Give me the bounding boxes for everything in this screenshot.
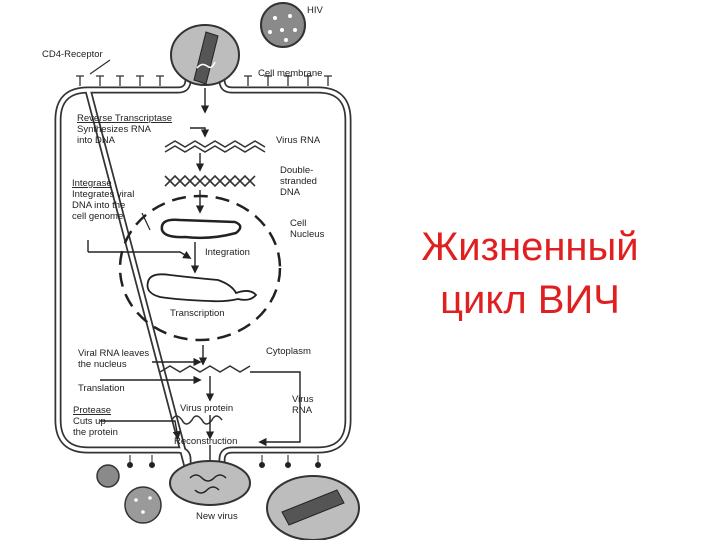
- virus-protein-icon: [171, 415, 223, 425]
- transcribed-dna: [146, 273, 258, 303]
- label-integrase: Integrase: [72, 178, 112, 189]
- hiv-particle-icon: [260, 2, 306, 48]
- label-protease-2: Cuts up: [73, 416, 106, 427]
- label-virus-protein: Virus protein: [180, 403, 233, 414]
- entering-virus-icon: [170, 24, 240, 86]
- label-reconstruction: Reconstruction: [174, 436, 237, 447]
- label-double-stranded: Double-: [280, 165, 313, 176]
- title-line-2: цикл ВИЧ: [440, 278, 620, 322]
- cd4-receptors: [76, 59, 332, 86]
- label-cell-nucleus: Cell: [290, 218, 306, 229]
- integrated-dna: [160, 218, 242, 240]
- label-reverse-transcriptase: Reverse Transcriptase: [77, 113, 172, 124]
- label-translation: Translation: [78, 383, 125, 394]
- label-integration: Integration: [205, 247, 250, 258]
- label-cell-nucleus-2: Nucleus: [290, 229, 325, 240]
- label-reverse-transcriptase-3: into DNA: [77, 135, 116, 146]
- label-virus-rna-2b: RNA: [292, 405, 313, 416]
- label-cd4-receptor: CD4-Receptor: [42, 49, 103, 60]
- virus-rna-strand: [164, 140, 266, 148]
- label-viral-rna-leaves: Viral RNA leaves: [78, 348, 149, 359]
- label-virus-rna: Virus RNA: [276, 135, 321, 146]
- membrane-dots: [127, 455, 321, 468]
- title-line-1: Жизненный: [421, 225, 639, 269]
- label-protease-3: the protein: [73, 427, 118, 438]
- label-viral-rna-leaves-2: the nucleus: [78, 359, 127, 370]
- label-virus-rna-2: Virus: [292, 394, 314, 405]
- label-hiv: HIV: [307, 5, 324, 16]
- label-cell-membrane: Cell membrane: [258, 68, 322, 79]
- label-double-stranded-2: stranded: [280, 176, 317, 187]
- label-protease: Protease: [73, 405, 111, 416]
- new-virus-icon: [96, 460, 360, 540]
- label-double-stranded-3: DNA: [280, 187, 301, 198]
- label-new-virus: New virus: [196, 511, 238, 522]
- label-integrase-2: Integrates viral: [72, 189, 134, 200]
- label-reverse-transcriptase-2: Synthesizes RNA: [77, 124, 152, 135]
- label-cytoplasm: Cytoplasm: [266, 346, 311, 357]
- viral-rna-cytoplasm: [159, 365, 251, 373]
- label-integrase-3: DNA into the: [72, 200, 125, 211]
- label-integrase-4: cell genome: [72, 211, 123, 222]
- double-stranded-dna: [164, 174, 256, 188]
- label-transcription: Transcription: [170, 308, 225, 319]
